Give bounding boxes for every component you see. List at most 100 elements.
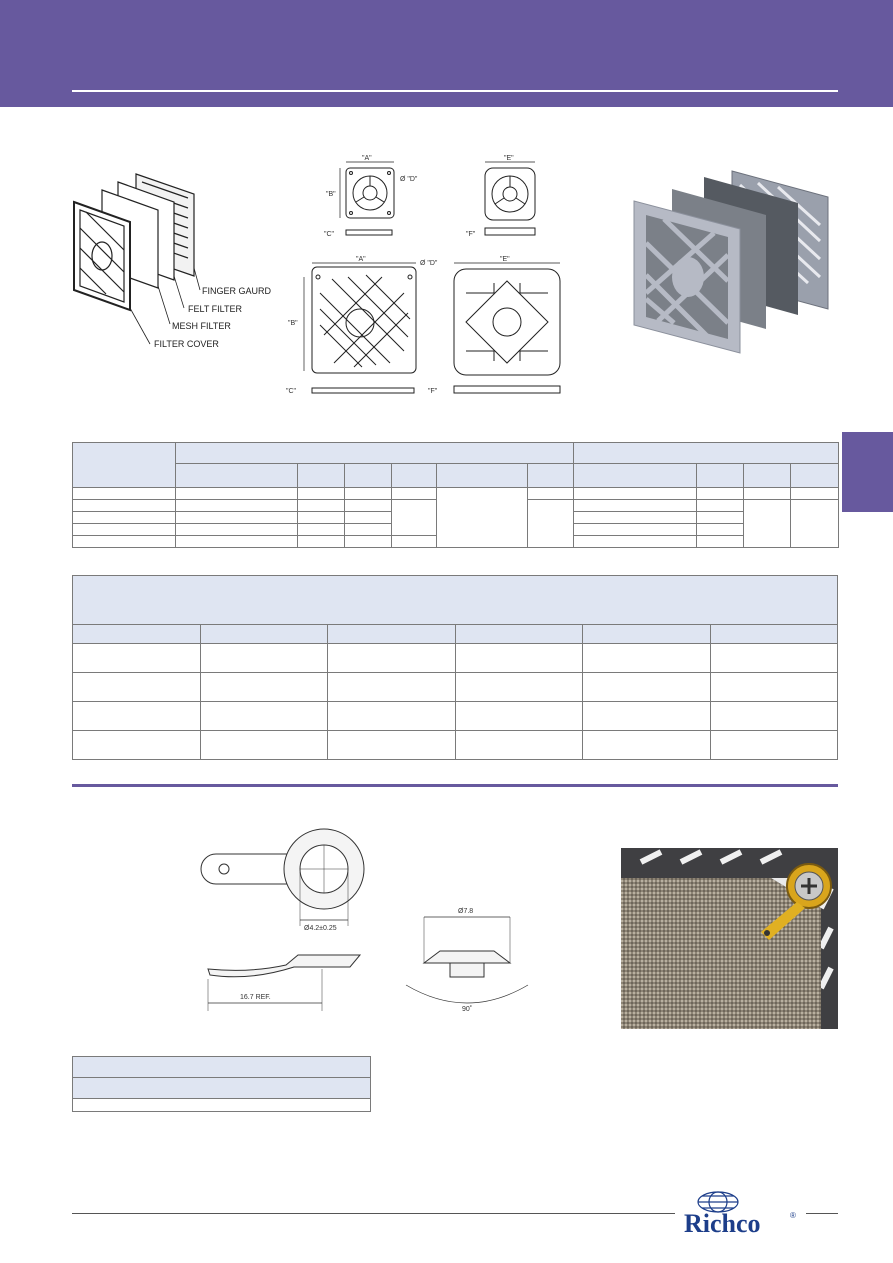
spec-header-cell [297, 463, 345, 488]
table-header-cell [72, 1056, 371, 1078]
spec-header-cell [175, 463, 298, 488]
table-header-cell [454, 624, 583, 644]
table-cell [391, 535, 437, 548]
clip-table [72, 1056, 371, 1112]
table-cell [696, 535, 745, 548]
table-cell [582, 701, 711, 731]
logo-text: Richco [684, 1209, 761, 1238]
table-header-cell [72, 1077, 371, 1099]
table-cell [709, 672, 838, 702]
spec-header-cell [174, 441, 575, 465]
table-cell [72, 672, 201, 702]
filter-media-table [72, 575, 838, 760]
table-cell [573, 487, 698, 500]
table-cell [436, 487, 528, 548]
table-cell [790, 487, 840, 500]
label-filter-cover: FILTER COVER [154, 339, 219, 349]
filter-media-table-header-row [72, 624, 838, 644]
table-cell [696, 487, 745, 500]
clip-table-header-row [72, 1056, 371, 1078]
table-cell [327, 643, 456, 673]
table-cell [72, 535, 176, 548]
exploded-filter-diagram: FINGER GAURD FELT FILTER MESH FILTER FIL… [66, 168, 281, 353]
spec-header-cell [573, 463, 698, 488]
table-cell [297, 523, 345, 536]
table-cell [327, 701, 456, 731]
table-cell [573, 535, 698, 548]
dim-b-small: "B" [326, 191, 336, 198]
table-cell [573, 523, 698, 536]
header-band [0, 0, 893, 107]
label-felt-filter: FELT FILTER [188, 304, 243, 314]
table-cell [72, 730, 201, 760]
clip-length-dimension: 16.7 REF. [240, 994, 271, 1001]
spec-table-subheader-row [73, 463, 840, 488]
table-cell [573, 499, 698, 512]
richco-logo: Richco ® [678, 1186, 806, 1238]
table-cell [743, 499, 792, 548]
clip-head-dimension: Ø7.8 [458, 908, 473, 915]
table-cell [709, 730, 838, 760]
clip-drawing-side: 16.7 REF. [200, 945, 375, 1015]
table-cell [743, 487, 792, 500]
registered-mark: ® [790, 1211, 796, 1220]
table-cell [327, 672, 456, 702]
filter-media-table-banner [72, 575, 838, 625]
spec-header-cell [573, 441, 840, 465]
dim-a-large: "A" [356, 256, 366, 263]
table-cell [454, 730, 583, 760]
table-cell [391, 499, 437, 536]
dim-e-small: "E" [504, 155, 514, 162]
table-row [72, 730, 838, 760]
dim-e-large: "E" [500, 256, 510, 263]
clip-hole-dimension: Ø4.2±0.25 [304, 925, 337, 932]
dim-c-large: "C" [286, 388, 297, 395]
table-header-cell [72, 624, 201, 644]
dim-a-small: "A" [362, 155, 372, 162]
table-row [72, 1098, 371, 1112]
table-cell [526, 499, 575, 548]
footer-rule [72, 1213, 675, 1214]
table-row [72, 643, 838, 673]
spec-header-cell [344, 463, 392, 488]
table-cell [582, 730, 711, 760]
dim-d-small: Ø "D" [400, 176, 418, 183]
table-cell [297, 535, 345, 548]
table-header-cell [709, 624, 838, 644]
table-cell [790, 499, 840, 548]
dim-f-large: "F" [428, 388, 438, 395]
table-cell [72, 487, 176, 500]
spec-table [72, 441, 840, 548]
spec-table-header-row [72, 441, 840, 488]
table-row [72, 701, 838, 731]
section-divider [72, 784, 838, 787]
table-cell [199, 643, 328, 673]
clip-drawing-top: Ø4.2±0.25 [200, 822, 375, 937]
table-cell [175, 535, 298, 548]
table-cell [297, 511, 345, 524]
spec-header-cell [436, 463, 528, 488]
dim-b-large: "B" [288, 320, 298, 327]
table-cell [72, 701, 201, 731]
table-cell [297, 499, 345, 512]
clip-drawing-profile: Ø7.8 90˚ [400, 903, 530, 1018]
spec-header-cell [391, 463, 437, 488]
small-dimension-drawings: "A" "B" Ø "D" "C" "E" "F" [320, 150, 570, 245]
table-cell [297, 487, 345, 500]
table-cell [454, 672, 583, 702]
dim-f-small: "F" [466, 231, 476, 238]
table-row [72, 672, 838, 702]
table-row [72, 499, 840, 548]
table-cell [344, 499, 392, 512]
table-cell [199, 672, 328, 702]
dim-c-small: "C" [324, 231, 335, 238]
table-cell [454, 643, 583, 673]
footer-rule-right [806, 1213, 838, 1214]
header-rule [72, 90, 838, 92]
spec-header-cell [743, 463, 792, 488]
table-cell [344, 523, 392, 536]
spec-header-cell [526, 463, 575, 488]
table-cell [327, 730, 456, 760]
spec-header-cell [72, 442, 176, 488]
label-mesh-filter: MESH FILTER [172, 321, 231, 331]
